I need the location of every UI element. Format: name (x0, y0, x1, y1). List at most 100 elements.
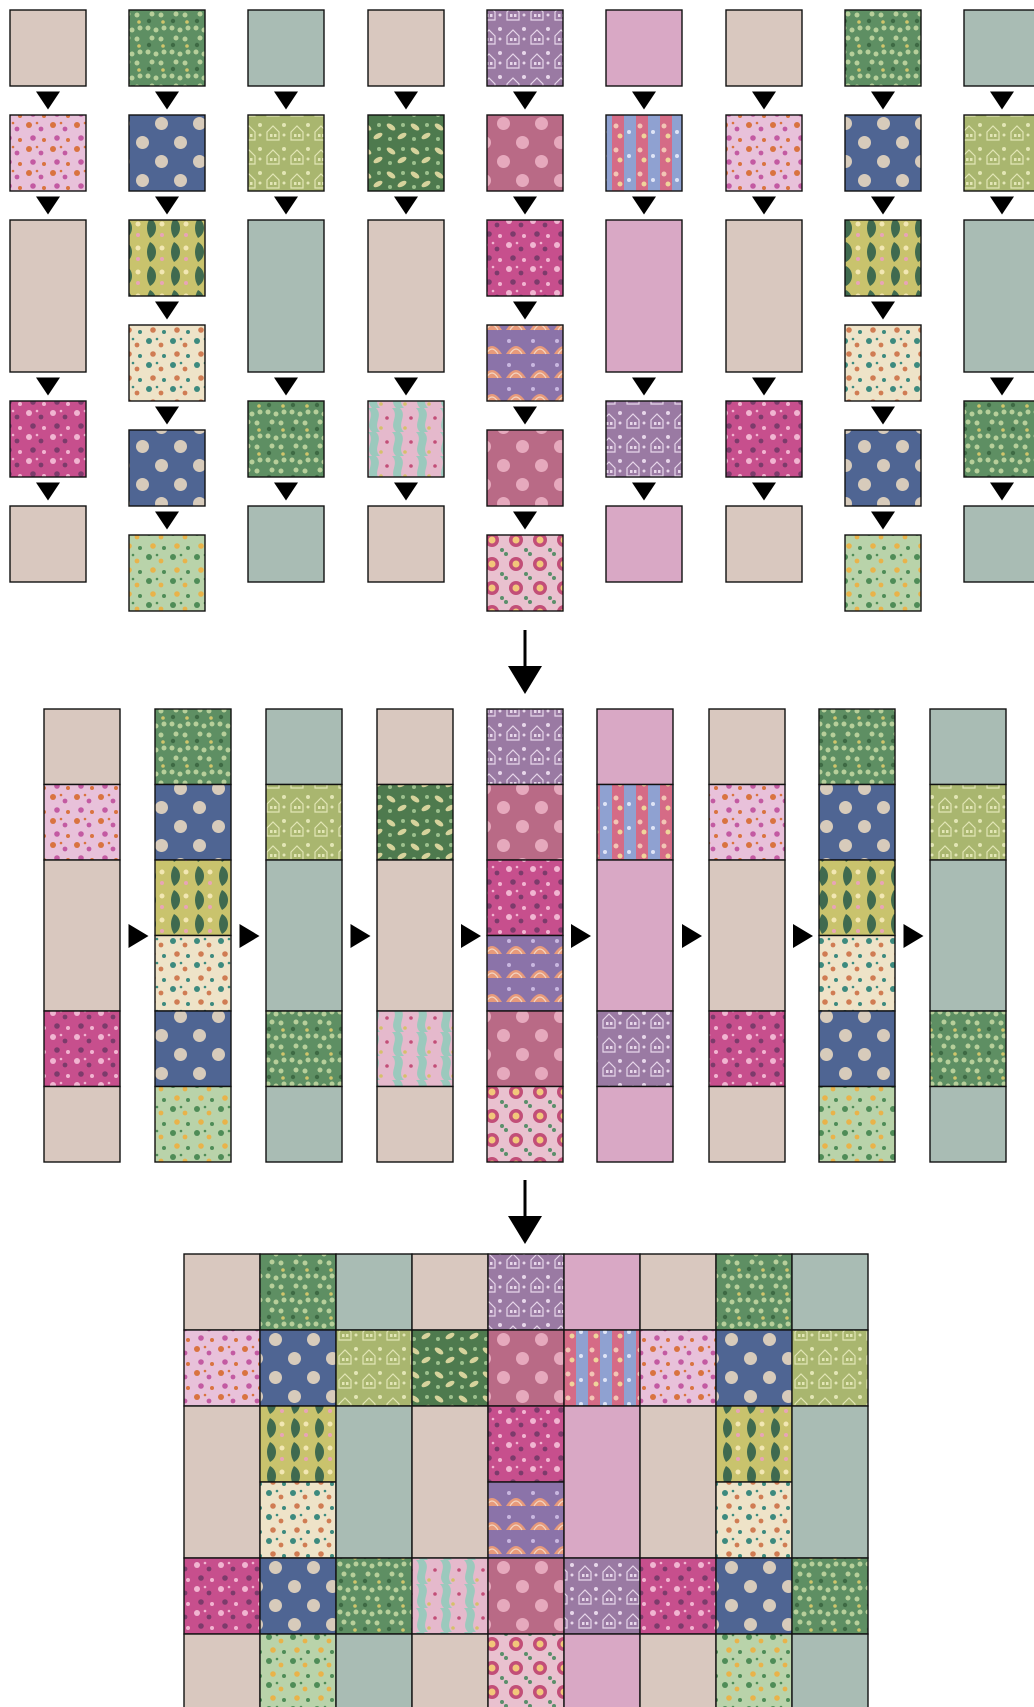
pink-floral-orange-print-piece (184, 1330, 260, 1406)
pink-floral-orange-print-piece (726, 115, 802, 191)
cream-floral-print-piece (845, 325, 921, 401)
green-cottage-print-piece (792, 1558, 868, 1634)
yellow-paisley-print-piece (716, 1406, 792, 1482)
stage-3-quilt-column (260, 1254, 336, 1707)
down-triangle-icon (752, 197, 776, 215)
solid-beige-piece (44, 860, 120, 1011)
cream-floral-print-piece (129, 325, 205, 401)
solid-beige-piece (726, 506, 802, 582)
magenta-floral-print-piece (487, 220, 563, 296)
stage-1-column (606, 10, 682, 582)
pink-blue-meadow-print-piece (606, 115, 682, 191)
stage-2-column-strip (44, 709, 120, 1162)
down-triangle-icon (871, 512, 895, 530)
green-garden-print-piece (155, 1087, 231, 1163)
solid-beige-piece (377, 860, 453, 1011)
down-triangle-icon (394, 378, 418, 396)
rose-polka-dot-print-piece (487, 785, 563, 861)
solid-beige-piece (640, 1254, 716, 1330)
right-triangle-icon (129, 924, 149, 948)
solid-beige-piece (640, 1406, 716, 1558)
stage-3-quilt-column (640, 1254, 716, 1707)
solid-beige-piece (10, 506, 86, 582)
stage-3-quilt-column (564, 1254, 640, 1707)
rose-polka-dot-print-piece (487, 1011, 563, 1087)
down-arrow-icon (508, 630, 542, 694)
down-triangle-icon (513, 512, 537, 530)
solid-pink-piece (606, 10, 682, 86)
solid-sage-piece (930, 860, 1006, 1011)
mauve-house-print-piece (564, 1558, 640, 1634)
solid-sage-piece (792, 1254, 868, 1330)
solid-sage-piece (930, 709, 1006, 785)
blue-polka-dot-print-piece (845, 115, 921, 191)
down-triangle-icon (155, 512, 179, 530)
solid-beige-piece (10, 10, 86, 86)
blue-polka-dot-print-piece (716, 1330, 792, 1406)
blue-polka-dot-print-piece (716, 1558, 792, 1634)
solid-sage-piece (930, 1087, 1006, 1163)
green-cottage-print-piece (248, 401, 324, 477)
stage-2-column-strip (930, 709, 1006, 1162)
down-triangle-icon (36, 483, 60, 501)
down-arrow-icon (508, 1180, 542, 1244)
right-triangle-icon (571, 924, 591, 948)
down-triangle-icon (155, 197, 179, 215)
down-triangle-icon (274, 378, 298, 396)
green-cottage-print-piece (930, 1011, 1006, 1087)
mauve-house-print-piece (487, 709, 563, 785)
down-triangle-icon (990, 197, 1014, 215)
green-cottage-print-piece (964, 401, 1034, 477)
down-triangle-icon (36, 378, 60, 396)
olive-house-print-piece (930, 785, 1006, 861)
down-triangle-icon (752, 378, 776, 396)
right-triangle-icon (682, 924, 702, 948)
pink-river-print-piece (377, 1011, 453, 1087)
solid-pink-piece (564, 1634, 640, 1707)
purple-shell-print-piece (488, 1482, 564, 1558)
down-triangle-icon (155, 302, 179, 320)
cream-floral-print-piece (155, 936, 231, 1012)
magenta-floral-print-piece (640, 1558, 716, 1634)
pink-floral-orange-print-piece (640, 1330, 716, 1406)
green-leaf-print-piece (412, 1330, 488, 1406)
right-triangle-icon (904, 924, 924, 948)
green-cottage-print-piece (845, 10, 921, 86)
magenta-floral-print-piece (488, 1406, 564, 1482)
solid-beige-piece (726, 220, 802, 372)
yellow-paisley-print-piece (845, 220, 921, 296)
down-triangle-icon (394, 483, 418, 501)
pink-medallion-print-piece (487, 535, 563, 611)
solid-sage-piece (964, 506, 1034, 582)
solid-beige-piece (412, 1254, 488, 1330)
stage-1-column (368, 10, 444, 582)
pink-river-print-piece (412, 1558, 488, 1634)
solid-beige-piece (640, 1634, 716, 1707)
olive-house-print-piece (336, 1330, 412, 1406)
down-triangle-icon (513, 407, 537, 425)
solid-beige-piece (184, 1406, 260, 1558)
blue-polka-dot-print-piece (155, 1011, 231, 1087)
right-triangle-icon (240, 924, 260, 948)
down-triangle-icon (632, 483, 656, 501)
olive-house-print-piece (792, 1330, 868, 1406)
green-cottage-print-piece (155, 709, 231, 785)
down-triangle-icon (632, 92, 656, 110)
magenta-floral-print-piece (726, 401, 802, 477)
right-triangle-icon (351, 924, 371, 948)
stage-1-column (129, 10, 205, 611)
solid-sage-piece (336, 1254, 412, 1330)
yellow-paisley-print-piece (129, 220, 205, 296)
mauve-house-print-piece (487, 10, 563, 86)
blue-polka-dot-print-piece (129, 430, 205, 506)
down-triangle-icon (394, 92, 418, 110)
stage-3-quilt-column (336, 1254, 412, 1707)
magenta-floral-print-piece (10, 401, 86, 477)
solid-beige-piece (377, 1087, 453, 1163)
stage-2-column-strip (155, 709, 231, 1162)
purple-shell-print-piece (487, 325, 563, 401)
down-triangle-icon (871, 92, 895, 110)
pink-blue-meadow-print-piece (597, 785, 673, 861)
solid-pink-piece (597, 1087, 673, 1163)
